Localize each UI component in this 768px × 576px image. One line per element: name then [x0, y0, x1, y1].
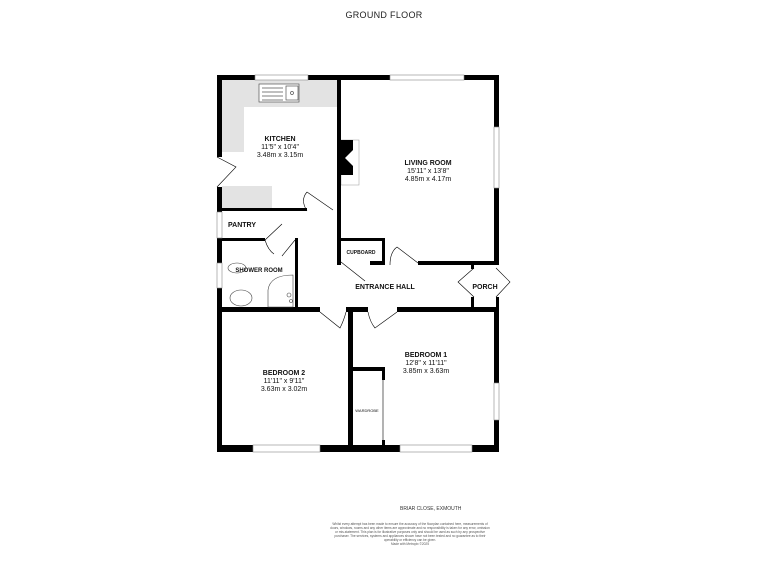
sink-icon: [258, 83, 300, 103]
room-size-metric: 3.85m x 3.63m: [402, 368, 450, 375]
room-size-imperial: 12'8" x 11'11": [405, 360, 447, 367]
room-name: BEDROOM 2: [262, 370, 306, 377]
room-label-kitchen: KITCHEN 11'5" x 10'4" 3.48m x 3.15m: [257, 136, 303, 160]
doors: [216, 156, 511, 440]
disclaimer: Whilst every attempt has been made to en…: [330, 522, 490, 546]
room-label-shower-room: SHOWER ROOM: [235, 268, 283, 274]
floor-title: GROUND FLOOR: [345, 10, 423, 20]
room-label-living-room: LIVING ROOM 15'11" x 13'8" 4.85m x 4.17m: [404, 160, 451, 184]
room-label-wardrobe: WARDROBE: [355, 408, 379, 413]
room-size-metric: 3.48m x 3.15m: [256, 152, 304, 159]
room-name: KITCHEN: [264, 136, 296, 143]
disclaimer-text: Whilst every attempt has been made to en…: [330, 522, 490, 542]
kitchen-worktops: [222, 80, 337, 208]
shower-tray-icon: [267, 274, 294, 308]
toilet-icon: [227, 262, 247, 274]
room-size-metric: 4.85m x 4.17m: [404, 176, 452, 183]
room-label-bedroom-1: BEDROOM 1 12'8" x 11'11" 3.85m x 3.63m: [403, 352, 449, 376]
room-label-porch: PORCH: [472, 284, 498, 291]
room-name: BEDROOM 1: [404, 352, 448, 359]
windows: [216, 74, 500, 453]
walls: [217, 75, 499, 452]
credit-text: Made with Metropix ©2025: [391, 542, 429, 546]
room-size-imperial: 11'11" x 9'11": [263, 378, 305, 385]
room-label-cupboard: CUPBOARD: [346, 250, 376, 256]
room-label-pantry: PANTRY: [228, 222, 256, 229]
room-label-bedroom-2: BEDROOM 2 11'11" x 9'11" 3.63m x 3.02m: [261, 370, 307, 394]
property-address: BRIAR CLOSE, EXMOUTH: [400, 506, 462, 512]
shower-room-fixtures: [227, 262, 294, 308]
room-label-entrance-hall: ENTRANCE HALL: [355, 284, 415, 291]
room-size-imperial: 11'5" x 10'4": [261, 144, 299, 151]
room-name: LIVING ROOM: [404, 160, 452, 167]
fireplace-icon: [340, 139, 360, 186]
washbasin-icon: [229, 289, 253, 307]
room-size-metric: 3.63m x 3.02m: [260, 386, 308, 393]
room-size-imperial: 15'11" x 13'8": [407, 168, 449, 175]
